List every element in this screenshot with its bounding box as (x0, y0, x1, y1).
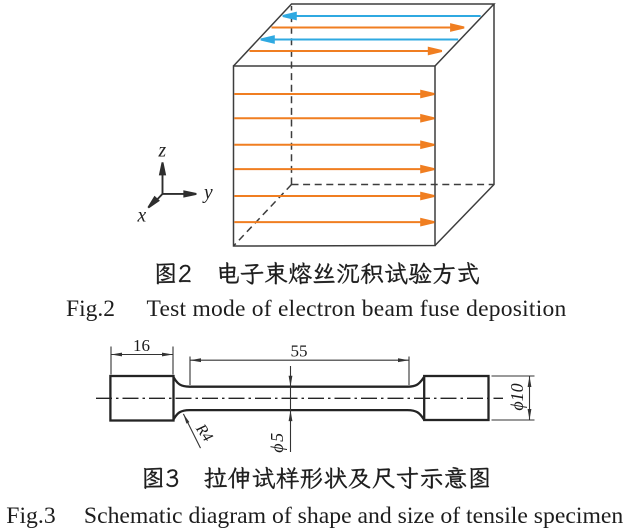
svg-text:Schematic diagram of shape and: Schematic diagram of shape and size of t… (84, 503, 624, 529)
svg-text:55: 55 (291, 342, 308, 361)
svg-text:ϕ5: ϕ5 (267, 431, 287, 453)
svg-text:y: y (202, 183, 213, 204)
svg-text:Fig.2: Fig.2 (66, 296, 115, 322)
svg-text:Fig.3: Fig.3 (6, 503, 55, 529)
svg-text:x: x (137, 206, 147, 227)
svg-text:z: z (158, 141, 167, 162)
svg-text:16: 16 (133, 336, 150, 355)
svg-text:Test mode of electron beam fus: Test mode of electron beam fuse depositi… (147, 296, 567, 322)
svg-text:ϕ10: ϕ10 (507, 383, 527, 410)
